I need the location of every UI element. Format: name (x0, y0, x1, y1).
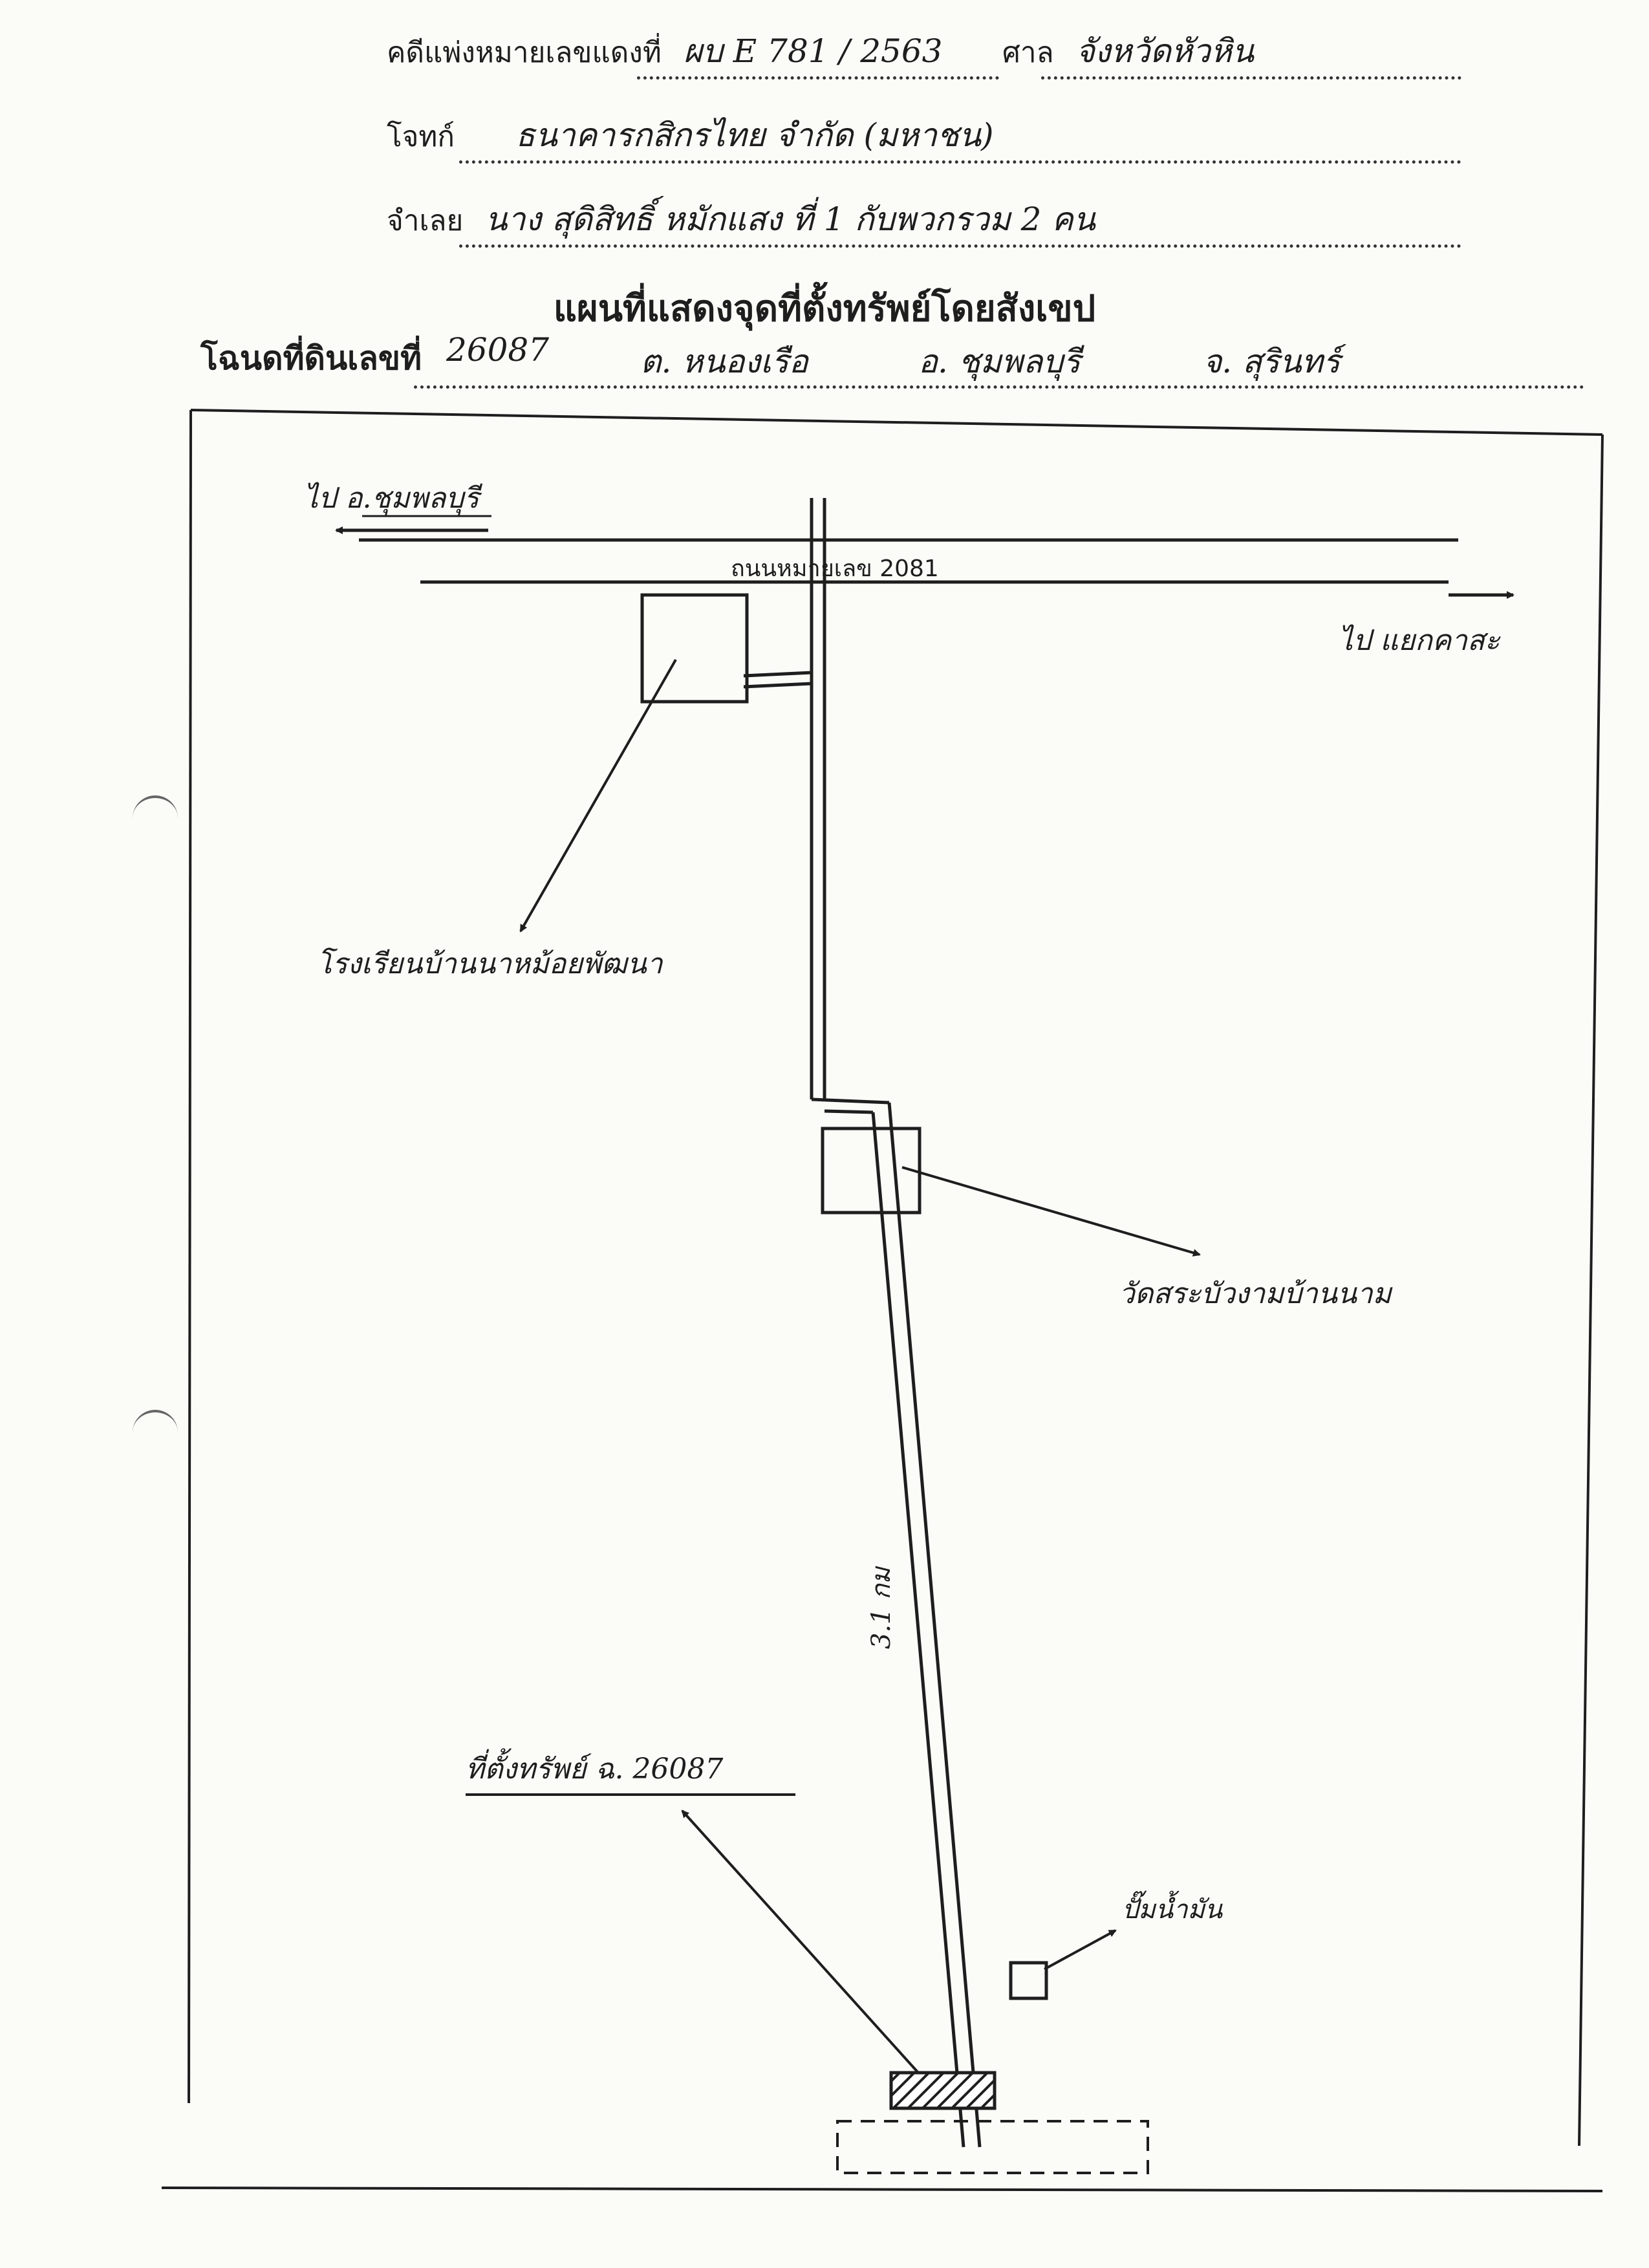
property-plot (889, 2071, 997, 2110)
gas-station-pointer (1044, 1929, 1117, 1971)
defendant-row: จำเลย นาง สุดิสิทธิ์ หมักแสง ที่ 1 กับพว… (387, 194, 1095, 245)
deed-dotline (414, 385, 1584, 389)
case-number-value: ผบ E 781 / 2563 (683, 32, 943, 70)
temple-pointer (901, 1166, 1201, 1257)
label-school: โรงเรียนบ้านนาหม้อยพัฒนา (317, 947, 663, 980)
case-number-label: คดีแพ่งหมายเลขแดงที่ (387, 36, 662, 69)
map-frame (161, 409, 1604, 2192)
map-title: แผนที่แสดงจุดที่ตั้งทรัพย์โดยสังเขป (553, 288, 1096, 330)
deed-district: อ. ชุมพลบุรี (918, 343, 1081, 380)
plaintiff-label: โจทก์ (387, 120, 455, 153)
label-gas-station: ปั๊มน้ำมัน (1122, 1895, 1223, 1925)
plaintiff-dotline (459, 160, 1461, 164)
label-property: ที่ตั้งทรัพย์ ฉ. 26087 (466, 1753, 724, 1786)
court-row: ศาล จังหวัดหัวหิน (1002, 26, 1254, 77)
gas-station-building (1009, 1961, 1048, 2000)
deed-label: โฉนดที่ดินเลขที่ (200, 340, 422, 377)
label-to-chumphon-buri: ไป อ.ชุมพลบุรี (304, 482, 479, 515)
school-pointer (519, 659, 677, 933)
case-number-dotline (637, 76, 999, 80)
deed-row: โฉนดที่ดินเลขที่ (200, 333, 422, 384)
case-number-row: คดีแพ่งหมายเลขแดงที่ ผบ E 781 / 2563 (387, 26, 943, 77)
property-pointer (681, 1809, 920, 2074)
defendant-value: นาง สุดิสิทธิ์ หมักแสง ที่ 1 กับพวกรวม 2… (485, 200, 1095, 238)
school-building (640, 593, 749, 704)
neighbor-plot-dashed (836, 2120, 1149, 2174)
label-distance: 3.1 กม (867, 1567, 896, 1649)
deed-number: 26087 (446, 331, 550, 369)
deed-province: จ. สุรินทร์ (1203, 343, 1341, 380)
temple-building (821, 1127, 921, 1215)
court-value: จังหวัดหัวหิน (1075, 32, 1254, 70)
plaintiff-row: โจทก์ ธนาคารกสิกรไทย จำกัด (มหาชน) (387, 110, 994, 161)
deed-subdistrict: ต. หนองเรือ (640, 343, 808, 380)
court-label: ศาล (1002, 36, 1054, 69)
side-road (743, 498, 982, 2148)
defendant-dotline (459, 244, 1461, 248)
defendant-label: จำเลย (387, 204, 464, 237)
binder-hole-top (133, 795, 178, 830)
court-dotline (1041, 76, 1461, 80)
main-road (359, 538, 1458, 584)
plaintiff-value: ธนาคารกสิกรไทย จำกัด (มหาชน) (515, 116, 994, 154)
label-road-name: ถนนหมายเลข 2081 (731, 556, 939, 582)
label-to-yaek-khasa: ไป แยกคาสะ (1339, 624, 1500, 657)
binder-hole-bottom (133, 1410, 178, 1445)
label-temple: วัดสระบัวงามบ้านนาม (1119, 1277, 1392, 1310)
